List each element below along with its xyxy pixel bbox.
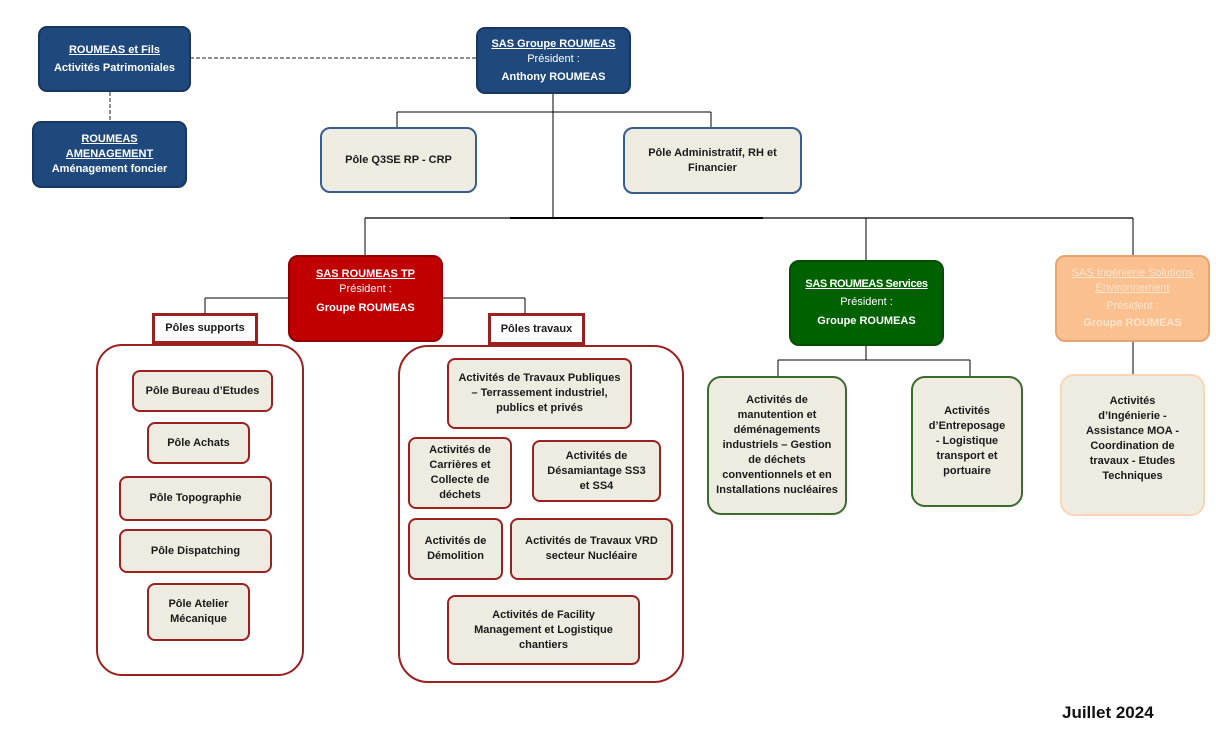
support-atelier-mecanique: Pôle Atelier Mécanique: [147, 583, 250, 641]
holding-president-label: Président :: [527, 52, 580, 65]
travaux-carrieres: Activités de Carrières et Collecte de dé…: [408, 437, 512, 509]
support-atelier-mecanique-label: Pôle Atelier Mécanique: [168, 598, 229, 625]
services-entreposage: Activités d’Entreposage - Logistique tra…: [911, 376, 1023, 507]
services-entreposage-label: Activités d’Entreposage - Logistique tra…: [928, 405, 1006, 477]
poles-supports-label: Pôles supports: [152, 313, 258, 344]
services-manutention: Activités de manutention et déménagement…: [707, 376, 847, 515]
document-date: Juillet 2024: [1062, 703, 1154, 722]
holding-president: Anthony ROUMEAS: [501, 70, 606, 83]
ingenierie-president-label: Président :: [1106, 300, 1159, 312]
pole-administratif: Pôle Administratif, RH et Financier: [623, 127, 802, 194]
support-bureau-etudes-label: Pôle Bureau d’Etudes: [145, 384, 260, 397]
org-roumeas-amenagement: ROUMEAS AMENAGEMENT Aménagement foncier: [32, 121, 187, 188]
travaux-publiques: Activités de Travaux Publiques – Terrass…: [447, 358, 632, 429]
ingenierie-activites-label: Activités d’Ingénierie - Assistance MOA …: [1085, 395, 1180, 482]
support-achats: Pôle Achats: [147, 422, 250, 464]
travaux-carrieres-label: Activités de Carrières et Collecte de dé…: [429, 444, 491, 501]
support-topographie: Pôle Topographie: [119, 476, 272, 521]
travaux-desamiantage-label: Activités de Désamiantage SS3 et SS4: [547, 449, 646, 492]
travaux-vrd-nucleaire-label: Activités de Travaux VRD secteur Nucléai…: [525, 535, 658, 562]
ingenierie-activites: Activités d’Ingénierie - Assistance MOA …: [1060, 374, 1205, 516]
support-dispatching: Pôle Dispatching: [119, 529, 272, 573]
ingenierie-president: Groupe ROUMEAS: [1083, 317, 1182, 329]
holding-name: SAS Groupe ROUMEAS: [491, 37, 616, 50]
org-ingenierie: SAS Ingénierie Solutions Environnement P…: [1055, 255, 1210, 342]
travaux-desamiantage: Activités de Désamiantage SS3 et SS4: [532, 440, 661, 502]
travaux-publiques-label: Activités de Travaux Publiques – Terrass…: [458, 372, 621, 414]
pole-q3se-label: Pôle Q3SE RP - CRP: [345, 153, 452, 166]
travaux-demolition: Activités de Démolition: [408, 518, 503, 580]
org-roumeas-tp: SAS ROUMEAS TP Président : Groupe ROUMEA…: [288, 255, 443, 342]
tp-president: Groupe ROUMEAS: [316, 302, 415, 314]
org-holding: SAS Groupe ROUMEAS Président : Anthony R…: [476, 27, 631, 94]
support-dispatching-label: Pôle Dispatching: [150, 544, 241, 557]
services-manutention-label: Activités de manutention et déménagement…: [716, 394, 838, 496]
services-name: SAS ROUMEAS Services: [805, 278, 928, 290]
support-topographie-label: Pôle Topographie: [149, 492, 242, 504]
roumeas-fils-activity: Activités Patrimoniales: [53, 61, 176, 74]
travaux-facility-management-label: Activités de Facility Management et Logi…: [474, 608, 613, 651]
tp-president-label: Président :: [339, 283, 392, 295]
tp-name: SAS ROUMEAS TP: [315, 268, 415, 280]
amenagement-activity: Aménagement foncier: [51, 163, 168, 175]
support-bureau-etudes: Pôle Bureau d’Etudes: [132, 370, 273, 412]
support-achats-label: Pôle Achats: [167, 436, 230, 449]
ingenierie-name: SAS Ingénierie Solutions Environnement: [1071, 267, 1194, 294]
services-president: Groupe ROUMEAS: [817, 315, 916, 327]
amenagement-name-line1: ROUMEAS: [81, 133, 138, 145]
poles-supports-text: Pôles supports: [165, 322, 245, 334]
pole-q3se: Pôle Q3SE RP - CRP: [320, 127, 477, 193]
org-roumeas-services: SAS ROUMEAS Services Président : Groupe …: [789, 260, 944, 346]
travaux-vrd-nucleaire: Activités de Travaux VRD secteur Nucléai…: [510, 518, 673, 580]
roumeas-fils-name: ROUMEAS et Fils: [68, 43, 161, 56]
poles-travaux-label: Pôles travaux: [488, 313, 585, 345]
amenagement-name-line2: AMENAGEMENT: [65, 148, 154, 160]
pole-administratif-label: Pôle Administratif, RH et Financier: [648, 146, 777, 174]
org-roumeas-et-fils: ROUMEAS et Fils Activités Patrimoniales: [38, 26, 191, 92]
travaux-demolition-label: Activités de Démolition: [424, 535, 487, 562]
travaux-facility-management: Activités de Facility Management et Logi…: [447, 595, 640, 665]
services-president-label: Président :: [840, 296, 893, 308]
poles-travaux-text: Pôles travaux: [500, 322, 573, 335]
